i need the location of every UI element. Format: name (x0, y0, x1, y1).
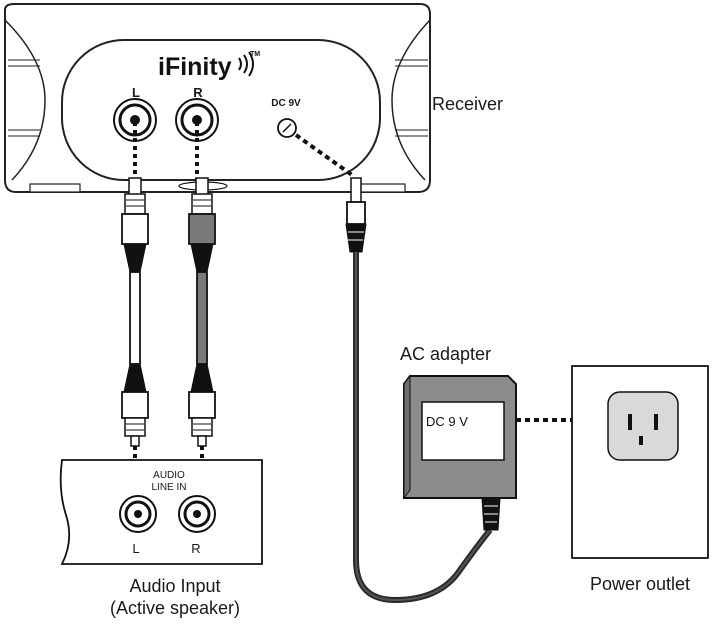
ac-adapter: DC 9 V (403, 374, 517, 531)
trademark-mark: TM (250, 51, 260, 58)
receiver-jack-right (175, 98, 219, 142)
speaker-caption-line1: Audio Input (129, 576, 220, 596)
receiver-power-jack (277, 118, 297, 138)
audio-cable-left (121, 177, 149, 447)
receiver-front-panel (61, 39, 381, 181)
receiver-side-right (391, 19, 431, 181)
adapter-label-plate (421, 401, 505, 461)
power-cord-highlight (355, 252, 491, 602)
adapter-caption: AC adapter (400, 344, 491, 364)
audio-cable-right (178, 177, 228, 447)
dc-plug (345, 177, 367, 253)
receiver-power-jack-label: DC 9V (271, 98, 301, 109)
speaker-jack-right (178, 495, 216, 533)
speaker-jack-right-label: R (191, 541, 200, 556)
outlet-face (607, 391, 679, 461)
outlet-caption: Power outlet (590, 574, 690, 594)
speaker-input-label-line2: LINE IN (151, 482, 186, 493)
wireless-waves-icon (238, 57, 242, 71)
speaker-jack-left-label: L (132, 541, 139, 556)
receiver-brand-logo: iFinity (158, 53, 232, 81)
adapter-label: DC 9 V (426, 414, 468, 429)
receiver-side-left (4, 19, 46, 181)
receiver-jack-right-label: R (193, 85, 203, 100)
speaker-jack-left (119, 495, 157, 533)
receiver-jack-left (113, 98, 157, 142)
connection-line-power-receiver (294, 133, 354, 177)
speaker-input-label-line1: AUDIO (153, 470, 185, 481)
receiver: iFinity TM L R DC 9V (4, 3, 431, 193)
receiver-jack-left-label: L (132, 85, 140, 100)
speaker-caption-line2: (Active speaker) (110, 598, 240, 618)
receiver-caption: Receiver (432, 94, 503, 114)
active-speaker-panel: AUDIO LINE IN L R (59, 459, 263, 565)
power-outlet (571, 365, 709, 559)
